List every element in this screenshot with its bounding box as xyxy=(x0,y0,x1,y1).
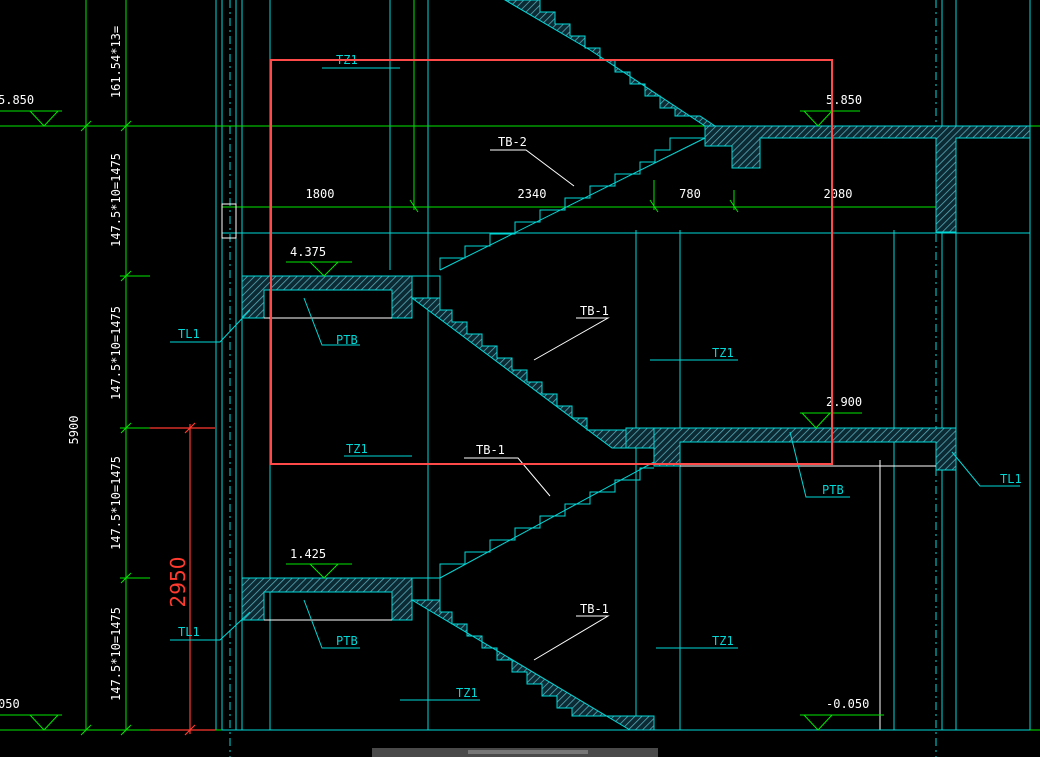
horizontal-dimension xyxy=(222,0,951,213)
riser-dim-3: 147.5*10=1475 xyxy=(109,456,123,550)
elev-landing-upper: 4.375 xyxy=(290,245,326,259)
scrollbar-thumb[interactable] xyxy=(468,750,588,754)
landing-beam-mid xyxy=(625,427,655,449)
elev-landing-lower: 1.425 xyxy=(290,547,326,561)
upper-floor-slab xyxy=(704,125,1031,233)
elev-landing-mid: 2.900 xyxy=(826,395,862,409)
left-wall-strip xyxy=(221,203,237,239)
label-tl1-right: TL1 xyxy=(1000,472,1022,486)
label-tz1-mid: TZ1 xyxy=(346,442,368,456)
tb1-mid-flight xyxy=(439,461,655,579)
label-tb1-lower: TB-1 xyxy=(580,602,609,616)
horizontal-scrollbar[interactable] xyxy=(372,748,658,757)
label-tb1-mid: TB-1 xyxy=(476,443,505,457)
red-dimension xyxy=(150,422,215,736)
riser-dim-2: 147.5*10=1475 xyxy=(109,306,123,400)
dim-1800: 1800 xyxy=(306,187,335,201)
dim-2340: 2340 xyxy=(518,187,547,201)
label-tz1-right-lower: TZ1 xyxy=(712,634,734,648)
label-tl1-left-upper: TL1 xyxy=(178,327,200,341)
label-tz1-bottom: TZ1 xyxy=(456,686,478,700)
white-leaders xyxy=(464,149,610,661)
elev-bottom-left: 050 xyxy=(0,697,20,711)
label-tl1-left-lower: TL1 xyxy=(178,625,200,639)
landing-beam-lower xyxy=(411,577,441,601)
landing-upper-left xyxy=(241,275,413,319)
landing-beam-upper xyxy=(411,275,441,299)
label-leaders xyxy=(170,67,1020,701)
dim-780: 780 xyxy=(679,187,701,201)
label-ptb-right: PTB xyxy=(822,483,844,497)
elev-top-left: 5.850 xyxy=(0,93,34,107)
elev-top-right: 5.850 xyxy=(826,93,862,107)
elev-bottom-right: -0.050 xyxy=(826,697,869,711)
label-tb1-upper: TB-1 xyxy=(580,304,609,318)
tb1-lower-flight xyxy=(410,599,655,731)
total-height-dim: 5900 xyxy=(67,416,81,445)
riser-dim-4: 147.5*10=1475 xyxy=(109,607,123,701)
elevation-markers xyxy=(0,110,884,731)
riser-dim-top: 161.54*13= xyxy=(109,26,123,98)
label-tz1-right-upper: TZ1 xyxy=(712,346,734,360)
tb2-flight xyxy=(439,137,706,271)
red-height-dim: 2950 xyxy=(166,557,190,608)
label-ptb-lower: PTB xyxy=(336,634,358,648)
riser-dim-1: 147.5*10=1475 xyxy=(109,153,123,247)
selection-box[interactable] xyxy=(270,59,833,465)
label-tb2: TB-2 xyxy=(498,135,527,149)
landing-lower-left xyxy=(241,577,413,621)
dim-2080: 2080 xyxy=(824,187,853,201)
tb1-upper-flight xyxy=(410,297,627,449)
top-flight-steps xyxy=(504,0,717,127)
label-ptb-upper: PTB xyxy=(336,333,358,347)
